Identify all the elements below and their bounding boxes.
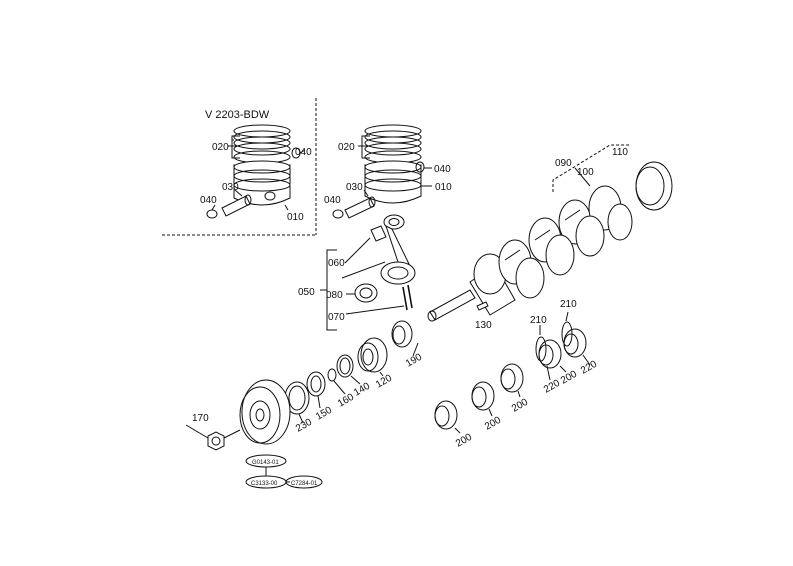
crankshaft-key [476, 301, 489, 311]
callout-160: 160 [336, 392, 356, 410]
callout-200-d: 200 [559, 369, 579, 387]
thrust-washers [535, 321, 573, 362]
callout-200-a: 200 [454, 432, 474, 450]
callout-030-inset: 030 [222, 182, 239, 193]
inset-leader-lines [211, 135, 306, 211]
callout-140: 140 [352, 381, 372, 399]
callout-070: 070 [328, 312, 345, 323]
callout-030: 030 [346, 182, 363, 193]
callout-100: 100 [577, 167, 594, 178]
callout-150: 150 [314, 405, 334, 423]
callout-210-a: 210 [530, 315, 547, 326]
main-leader-lines [358, 135, 432, 197]
crankshaft-pulley [239, 379, 291, 445]
callout-020-inset: 020 [212, 142, 229, 153]
front-leader-lines [185, 342, 419, 439]
crankshaft [427, 185, 633, 322]
callout-040-left: 040 [324, 195, 341, 206]
ref-code-top: G0143-01 [252, 460, 279, 466]
inset-piston-pin [221, 194, 252, 217]
o-ring-140 [336, 354, 354, 378]
callout-200-b: 200 [483, 415, 503, 433]
callout-230: 230 [294, 417, 314, 435]
callout-010: 010 [435, 182, 452, 193]
small-end-bushing [370, 225, 387, 242]
rod-bolts [402, 284, 413, 311]
callout-130: 130 [475, 320, 492, 331]
callout-110: 110 [612, 147, 628, 158]
ref-code-right: C7284-01 [291, 481, 318, 487]
rod-bearing [354, 283, 378, 303]
variant-label: V 2203-BDW [205, 109, 270, 121]
callout-190: 190 [404, 352, 424, 370]
callout-120: 120 [374, 373, 394, 391]
crank-bracket [552, 144, 630, 192]
callout-010-inset: 010 [287, 212, 304, 223]
callout-210-b: 210 [560, 299, 577, 310]
callout-090: 090 [555, 158, 572, 169]
callout-080: 080 [326, 290, 343, 301]
collar-190 [391, 320, 413, 348]
callout-060: 060 [328, 258, 345, 269]
variant-inset-frame [162, 98, 317, 236]
callout-220-a: 220 [542, 378, 562, 396]
piston-pin [344, 196, 376, 219]
callout-200-c: 200 [510, 397, 530, 415]
callout-050: 050 [298, 287, 315, 298]
callout-170: 170 [192, 413, 209, 424]
rear-oil-seal [635, 161, 673, 211]
piston-ring-set [364, 124, 422, 164]
washer-160 [327, 368, 337, 382]
callout-020: 020 [338, 142, 355, 153]
snap-rings [332, 161, 425, 219]
callout-220-b: 220 [579, 359, 599, 377]
bearing-leader-lines [454, 311, 591, 434]
rod-bracket [320, 237, 405, 331]
ref-code-bottom: C3133-00 [251, 481, 278, 487]
ref-code-group [245, 454, 323, 489]
pulley-nut [207, 431, 225, 451]
collar-150 [306, 371, 326, 397]
connecting-rod [380, 214, 416, 285]
callout-040-inset-left: 040 [200, 195, 217, 206]
crankshaft-gear [357, 337, 388, 373]
inset-piston-ring-set [233, 124, 291, 164]
callout-040-inset-right: 040 [295, 147, 312, 158]
piston [364, 160, 422, 204]
callout-040-right: 040 [434, 164, 451, 175]
